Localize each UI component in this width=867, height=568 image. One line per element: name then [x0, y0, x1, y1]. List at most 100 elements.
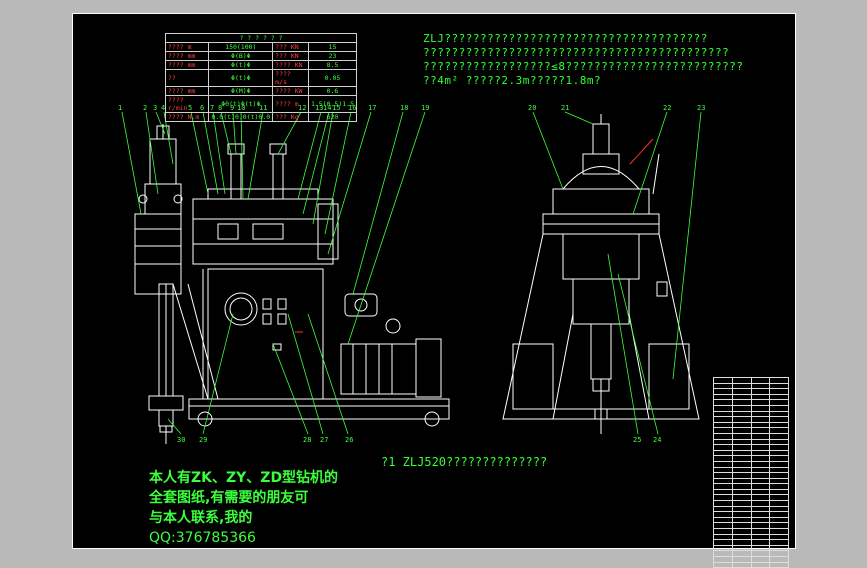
bom-row: [713, 561, 789, 568]
label-3: 3: [153, 104, 157, 112]
bom-row: [713, 421, 789, 429]
control-box: [207, 268, 324, 400]
table-cell: ??: [164, 69, 210, 87]
pump: [344, 293, 378, 317]
contact-qq: QQ:376785366: [149, 530, 256, 546]
drawing-sheet: 1 2 3 4 5 6 7 8 9 10 11 12 13 14 15 16 1…: [72, 13, 796, 568]
table-cell: ???? mm: [164, 60, 210, 70]
bom-cell: [769, 410, 789, 418]
note-line-2: ????????????????????????????????????????…: [423, 46, 730, 59]
bom-cell: [769, 500, 789, 507]
label-30: 30: [177, 436, 185, 444]
label-4: 4: [161, 104, 165, 112]
bom-cell: [769, 483, 789, 490]
table-cell: 0.0(t)0.0(t)0.0: [208, 112, 274, 122]
note-line-1: ZLJ?????????????????????????????????????: [423, 32, 708, 45]
table-cell: ???? mm: [164, 51, 210, 61]
bom-cell: [769, 477, 789, 485]
label-2: 2: [143, 104, 147, 112]
label-1: 1: [118, 104, 122, 112]
table-cell: 1.5(0.5)1.5: [307, 95, 358, 113]
bom-cell: [769, 405, 789, 412]
table-cell: ???? mm: [164, 86, 210, 96]
bom-row: [713, 399, 789, 406]
bom-cell: [769, 427, 789, 434]
bom-row: [713, 494, 789, 502]
base-frame: [188, 398, 450, 420]
drill-head-left: [149, 138, 177, 185]
drill-head-right: [592, 123, 610, 155]
contact-note: 本人有ZK、ZY、ZD型钻机的 全套图纸,有需要的朋友可 与本人联系,我的 QQ…: [149, 468, 338, 548]
table-cell: ???? r/min: [164, 95, 210, 113]
bom-row: [713, 483, 789, 490]
technical-notes: ZLJ?????????????????????????????????????…: [423, 32, 744, 88]
table-cell: Φ(B)Φ: [208, 51, 274, 61]
table-cell: Φ(t)Φ: [208, 69, 274, 87]
bom-row: [713, 449, 789, 457]
bom-row: [713, 500, 789, 507]
table-cell: ??? KN: [272, 42, 309, 52]
bom-cell: [731, 561, 752, 568]
bom-row: [713, 388, 789, 395]
table-cell: ???? KN: [272, 60, 309, 70]
label-21: 21: [561, 104, 569, 112]
bom-cell: [769, 455, 789, 462]
table-cell: ??? Kg: [272, 112, 309, 122]
bom-cell: [769, 438, 789, 446]
bom-row: [713, 432, 789, 440]
contact-line-2: 全套图纸,有需要的朋友可: [149, 490, 309, 506]
table-cell: ???? N.m: [164, 112, 210, 122]
bom-row: [713, 427, 789, 434]
label-29: 29: [199, 436, 207, 444]
bom-row: [713, 393, 789, 401]
bom-row: [713, 416, 789, 423]
bom-cell: [769, 460, 789, 468]
label-26: 26: [345, 436, 353, 444]
label-20: 20: [528, 104, 536, 112]
bom-cell: [750, 561, 771, 568]
label-25: 25: [633, 436, 641, 444]
label-27: 27: [320, 436, 328, 444]
bom-cell: [769, 449, 789, 457]
bom-cell: [769, 399, 789, 406]
table-cell: 0.05: [307, 69, 358, 87]
bom-row: [713, 377, 789, 384]
label-28: 28: [303, 436, 311, 444]
bom-row: [713, 472, 789, 479]
gearbox: [192, 198, 334, 265]
spec-header-row: ? ? ? ? ? ?: [165, 33, 357, 43]
bom-row: [713, 455, 789, 462]
bom-cell: [769, 561, 789, 568]
bom-cell: [769, 388, 789, 395]
table-cell: 8.5: [307, 60, 358, 70]
bom-row: [713, 460, 789, 468]
bom-cell: [769, 382, 789, 390]
table-cell: 23: [307, 51, 358, 61]
bom-row: [713, 556, 789, 563]
table-cell: ???? m: [272, 95, 309, 113]
note-line-4: ??4m² ?????2.3m?????1.8m?: [423, 74, 602, 87]
bom-cell: [769, 432, 789, 440]
spec-header: ? ? ? ? ? ?: [165, 33, 357, 43]
bom-row: [713, 477, 789, 485]
table-cell: 15: [307, 42, 358, 52]
bom-row: [713, 466, 789, 474]
contact-line-1: 本人有ZK、ZY、ZD型钻机的: [149, 470, 339, 486]
bom-row: [713, 410, 789, 418]
table-cell: ???? m: [164, 42, 210, 52]
bom-cell: [769, 393, 789, 401]
table-cell: Φ(M)Φ: [208, 86, 274, 96]
table-cell: ??? KN: [272, 51, 309, 61]
table-cell: Φ0(t)Φ(t)Φ: [208, 95, 274, 113]
bill-of-materials: [713, 377, 789, 568]
gauge: [224, 292, 258, 326]
bom-cell: [769, 466, 789, 474]
table-cell: 620: [307, 112, 358, 122]
bom-cell: [769, 421, 789, 429]
